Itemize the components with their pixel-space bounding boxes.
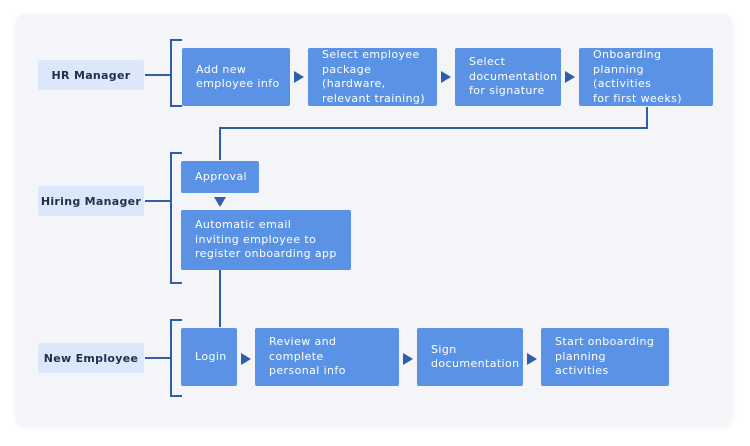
lane-hr-manager: HR Manager bbox=[38, 60, 144, 90]
lane-hiring-manager: Hiring Manager bbox=[38, 186, 144, 216]
arrow-docs-to-planning bbox=[565, 71, 575, 83]
arrow-login-to-review bbox=[241, 353, 251, 365]
step-start-onboarding: Start onboarding planning activities bbox=[541, 328, 669, 386]
step-onboarding-planning: Onboarding planning (activities for firs… bbox=[579, 48, 713, 106]
step-select-documentation: Select documentation for signature bbox=[455, 48, 561, 106]
arrow-add-to-package bbox=[294, 71, 304, 83]
step-select-package: Select employee package (hardware, relev… bbox=[308, 48, 437, 106]
arrow-sign-to-start bbox=[527, 353, 537, 365]
lane-new-employee: New Employee bbox=[38, 343, 144, 373]
bracket-hr bbox=[170, 39, 182, 107]
step-login: Login bbox=[181, 328, 237, 386]
step-sign-documentation: Sign documentation bbox=[417, 328, 523, 386]
bracket-hiring bbox=[170, 152, 182, 284]
step-review-personal-info: Review and complete personal info bbox=[255, 328, 399, 386]
arrow-review-to-sign bbox=[403, 353, 413, 365]
step-approval: Approval bbox=[181, 161, 259, 193]
step-add-employee-info: Add new employee info bbox=[182, 48, 290, 106]
arrow-approval-to-email bbox=[214, 197, 226, 207]
flow-line-planning-to-approval bbox=[219, 107, 648, 160]
step-automatic-email: Automatic email inviting employee to reg… bbox=[181, 210, 351, 270]
arrow-package-to-docs bbox=[441, 71, 451, 83]
